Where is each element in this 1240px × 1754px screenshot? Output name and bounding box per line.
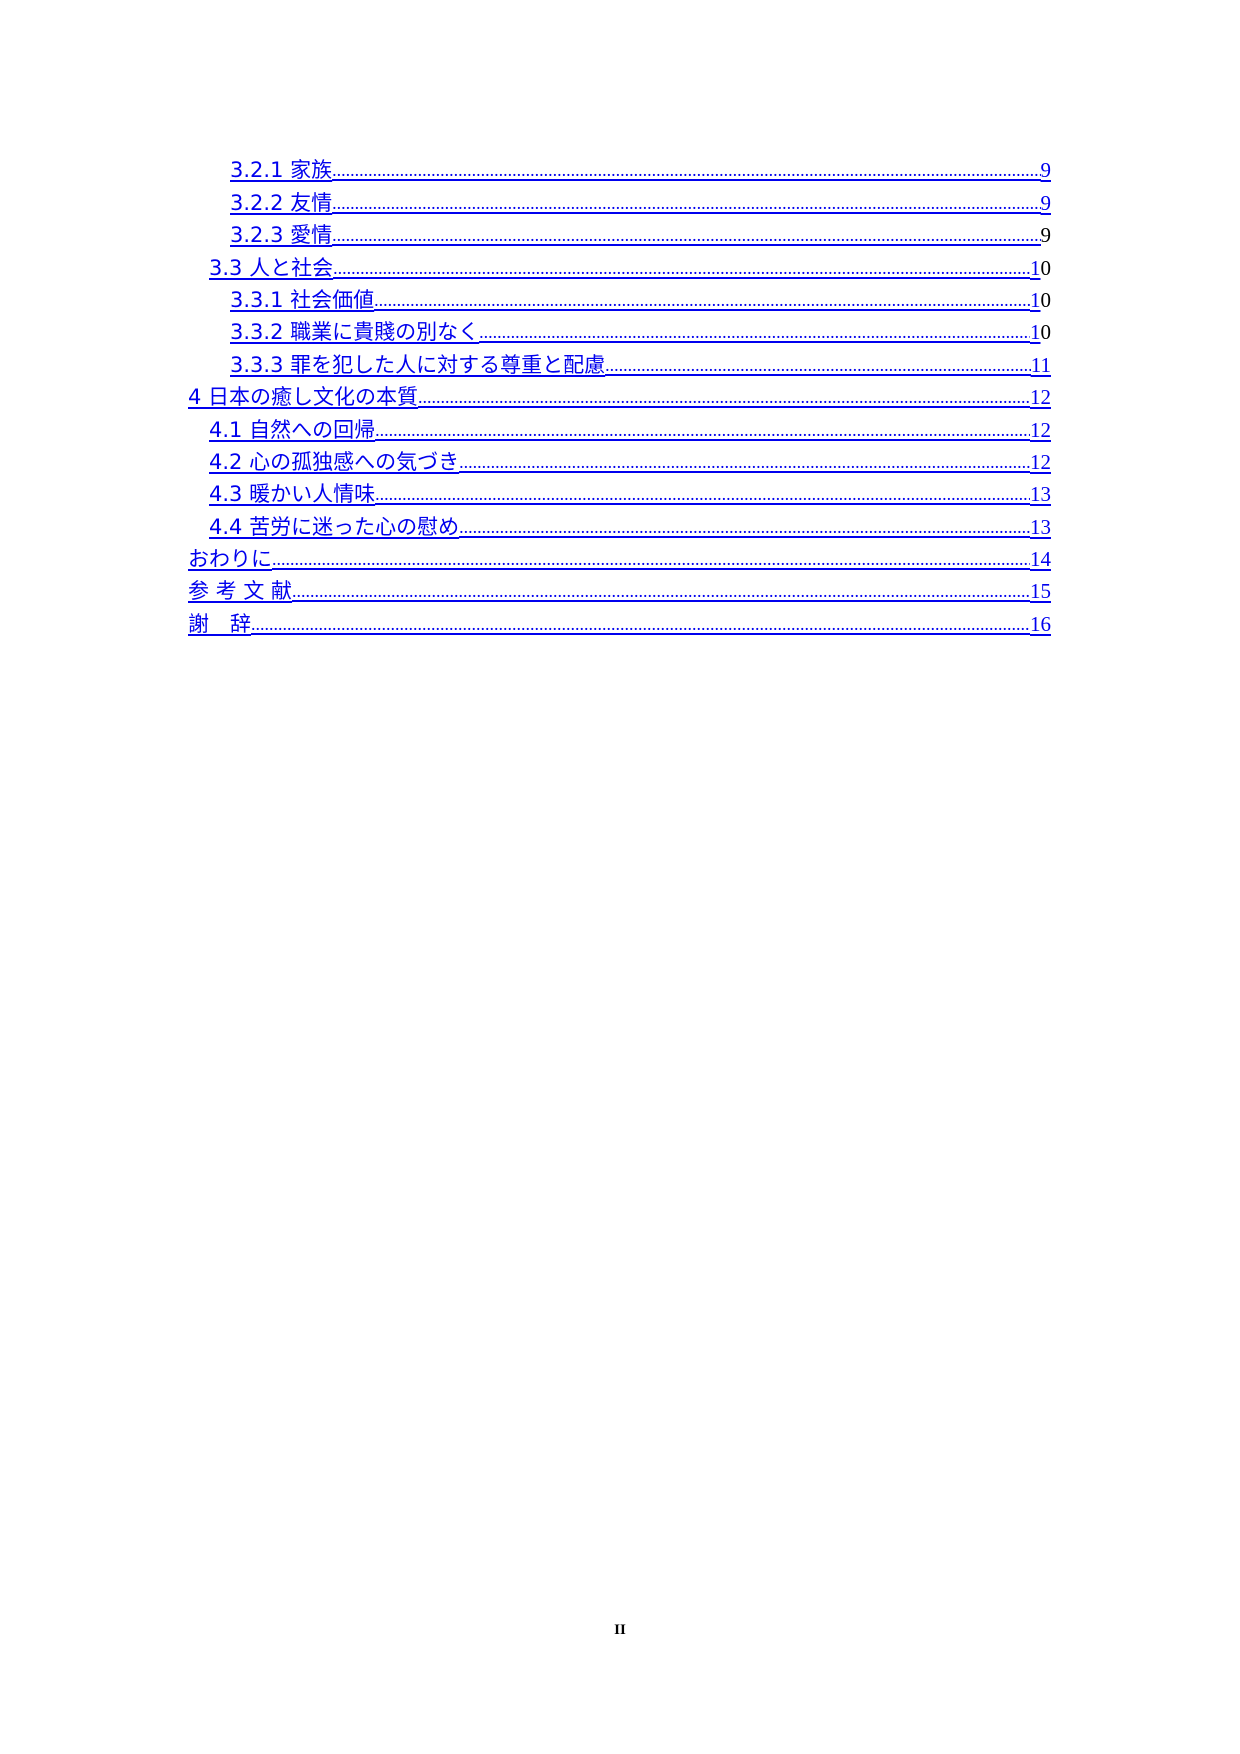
toc-link[interactable]: 参 考 文 献 15 (188, 578, 1051, 604)
toc-link[interactable]: おわりに 14 (188, 546, 1051, 572)
toc-entry-4-2[interactable]: 4.2 心の孤独感への気づき 12 (188, 443, 1051, 475)
toc-link[interactable]: 3.3.1 社会価値 1 (230, 287, 1041, 313)
dot-leader (332, 222, 1040, 248)
dot-leader (605, 352, 1031, 378)
toc-entry-title[interactable]: 3.2.3 愛情 (230, 223, 333, 248)
toc-link[interactable]: 3.2.2 友情 9 (230, 190, 1051, 216)
toc-entry-4-3[interactable]: 4.3 暖かい人情味 13 (188, 475, 1051, 507)
toc-entry-3-2-3[interactable]: 3.2.3 愛情 9 (188, 216, 1051, 248)
dot-leader (374, 287, 1030, 313)
toc-link[interactable]: 4.4 苦労に迷った心の慰め 13 (209, 514, 1051, 540)
toc-entry-3-3-1[interactable]: 3.3.1 社会価値 1 0 (188, 281, 1051, 313)
dot-leader (332, 157, 1040, 183)
dot-leader (251, 611, 1030, 637)
toc-entry-title[interactable]: 4 日本の癒し文化の本質 (188, 385, 419, 410)
dot-leader (459, 449, 1030, 475)
toc-entry-title[interactable]: 3.3.2 職業に貴賤の別なく (230, 320, 480, 345)
toc-page-number[interactable]: 1 (1030, 287, 1041, 312)
toc-entry-3-3-3[interactable]: 3.3.3 罪を犯した人に対する尊重と配慮 11 (188, 345, 1051, 377)
toc-page-number-plain: 0 (1040, 255, 1052, 280)
toc-entry-4[interactable]: 4 日本の癒し文化の本質 12 (188, 378, 1051, 410)
toc-page-number[interactable]: 13 (1030, 514, 1051, 539)
toc-page-number[interactable]: 13 (1030, 482, 1051, 507)
toc-page-number-plain: 0 (1040, 287, 1052, 312)
toc-page-number-plain: 9 (1040, 223, 1052, 248)
toc-entry-title[interactable]: 3.2.2 友情 (230, 190, 333, 215)
dot-leader (272, 546, 1030, 572)
dot-leader (332, 190, 1040, 216)
toc-entry-3-3[interactable]: 3.3 人と社会 1 0 (188, 248, 1051, 280)
toc-entry-title[interactable]: 3.2.1 家族 (230, 158, 333, 183)
dot-leader (292, 578, 1030, 604)
dot-leader (418, 384, 1030, 410)
toc-entry-title[interactable]: 4.3 暖かい人情味 (209, 482, 376, 507)
toc-link[interactable]: 4.2 心の孤独感への気づき 12 (209, 449, 1051, 475)
toc-link[interactable]: 4.1 自然への回帰 12 (209, 417, 1051, 443)
toc-link[interactable]: 3.3 人と社会 1 (209, 255, 1041, 281)
toc-entry-3-2-2[interactable]: 3.2.2 友情 9 (188, 183, 1051, 215)
toc-page-number[interactable]: 12 (1030, 417, 1051, 442)
toc-entry-title[interactable]: 4.4 苦労に迷った心の慰め (209, 514, 460, 539)
toc-entry-references[interactable]: 参 考 文 献 15 (188, 572, 1051, 604)
toc-link[interactable]: 3.2.1 家族 9 (230, 157, 1051, 183)
dot-leader (459, 514, 1030, 540)
toc-link[interactable]: 3.3.3 罪を犯した人に対する尊重と配慮 11 (230, 352, 1051, 378)
toc-page-number[interactable]: 14 (1030, 547, 1051, 572)
toc-page-number[interactable]: 9 (1040, 190, 1052, 215)
dot-leader (375, 417, 1030, 443)
toc-link[interactable]: 謝 辞 16 (188, 611, 1051, 637)
table-of-contents: 3.2.1 家族 9 3.2.2 友情 9 3.2.3 愛情 9 (188, 151, 1051, 637)
toc-entry-title[interactable]: 参 考 文 献 (188, 579, 293, 604)
dot-leader (479, 319, 1030, 345)
toc-entry-title[interactable]: 4.1 自然への回帰 (209, 417, 376, 442)
toc-page-number-plain: 0 (1040, 320, 1052, 345)
toc-page-number[interactable]: 15 (1030, 579, 1051, 604)
toc-page-number[interactable]: 1 (1030, 320, 1041, 345)
toc-entry-title[interactable]: おわりに (188, 547, 272, 572)
toc-link[interactable]: 4.3 暖かい人情味 13 (209, 481, 1051, 507)
toc-page-number[interactable]: 12 (1030, 385, 1051, 410)
toc-link[interactable]: 3.2.3 愛情 (230, 222, 1041, 248)
toc-entry-4-1[interactable]: 4.1 自然への回帰 12 (188, 410, 1051, 442)
toc-page-number[interactable]: 1 (1030, 255, 1041, 280)
toc-entry-title[interactable]: 謝 辞 (188, 611, 251, 636)
toc-entry-conclusion[interactable]: おわりに 14 (188, 540, 1051, 572)
toc-entry-3-3-2[interactable]: 3.3.2 職業に貴賤の別なく 1 0 (188, 313, 1051, 345)
toc-page-number[interactable]: 11 (1030, 352, 1051, 377)
toc-link[interactable]: 4 日本の癒し文化の本質 12 (188, 384, 1051, 410)
dot-leader (375, 481, 1030, 507)
toc-link[interactable]: 3.3.2 職業に貴賤の別なく 1 (230, 319, 1041, 345)
toc-entry-acknowledgements[interactable]: 謝 辞 16 (188, 604, 1051, 636)
toc-entry-title[interactable]: 3.3.3 罪を犯した人に対する尊重と配慮 (230, 352, 606, 377)
toc-page-number[interactable]: 12 (1030, 449, 1051, 474)
toc-entry-4-4[interactable]: 4.4 苦労に迷った心の慰め 13 (188, 507, 1051, 539)
page-number-footer: II (614, 1622, 626, 1638)
toc-page-number[interactable]: 9 (1040, 158, 1052, 183)
toc-entry-title[interactable]: 3.3 人と社会 (209, 255, 334, 280)
toc-page-number[interactable]: 16 (1030, 611, 1051, 636)
toc-entry-title[interactable]: 4.2 心の孤独感への気づき (209, 449, 460, 474)
toc-entry-title[interactable]: 3.3.1 社会価値 (230, 287, 375, 312)
dot-leader (333, 255, 1030, 281)
toc-entry-3-2-1[interactable]: 3.2.1 家族 9 (188, 151, 1051, 183)
